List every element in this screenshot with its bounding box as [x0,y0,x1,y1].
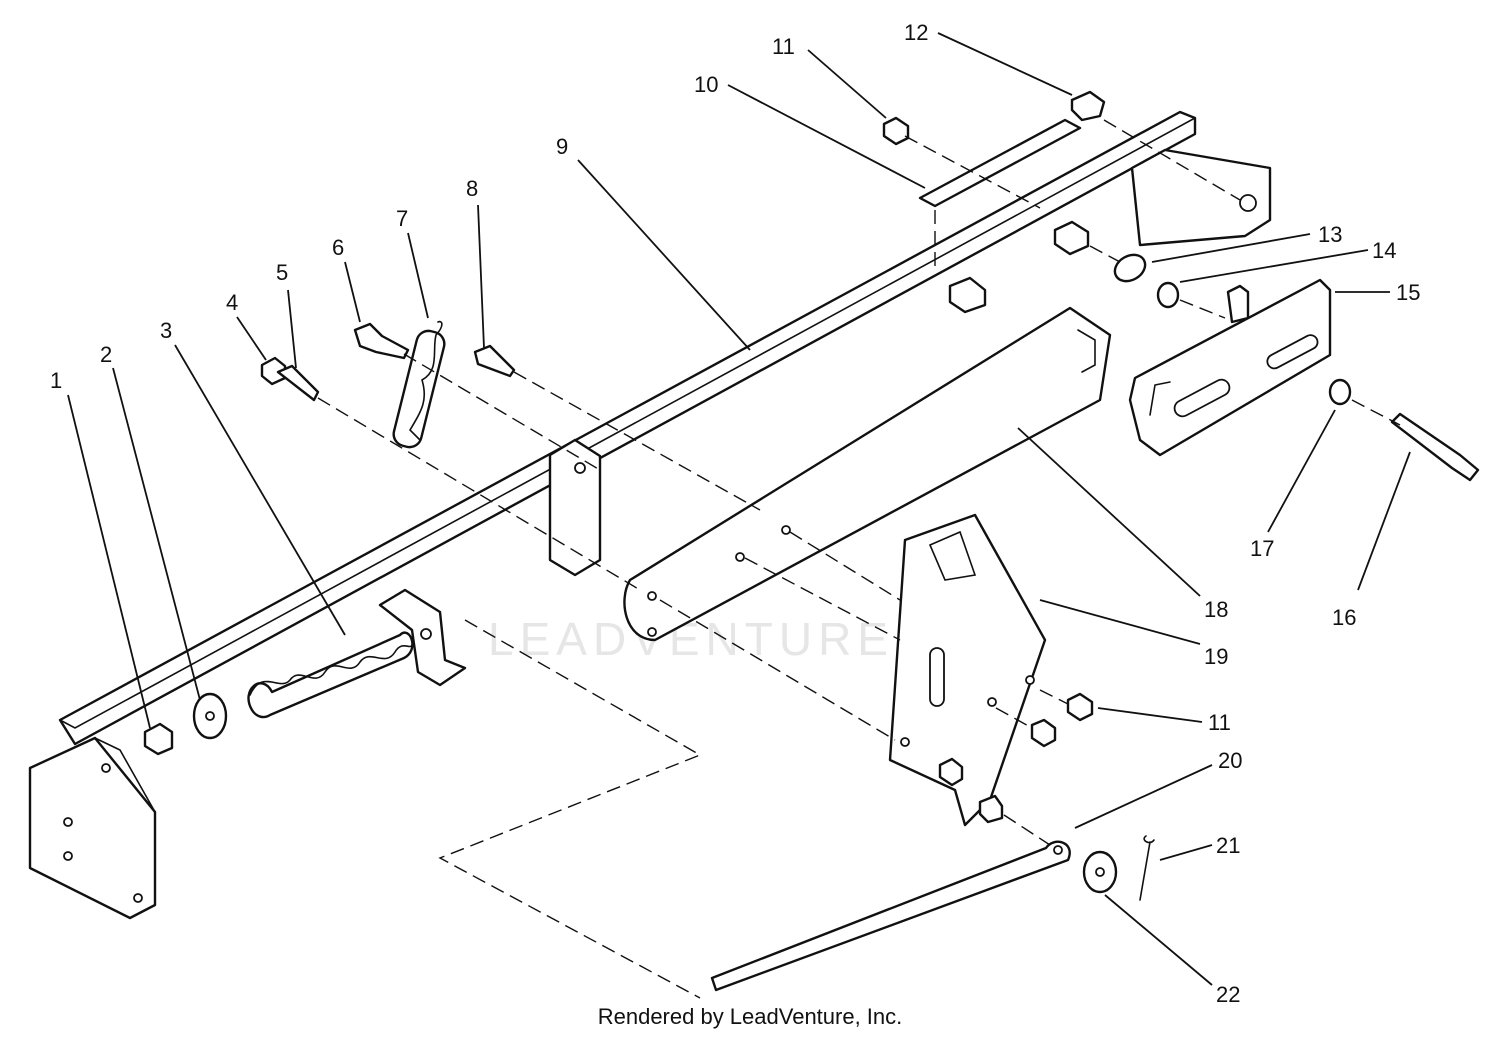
callout-12: 12 [904,20,928,45]
callouts: 1 2 3 4 5 6 7 8 9 10 11 12 13 14 15 16 1… [50,20,1420,1007]
callout-7: 7 [396,206,408,231]
callout-1: 1 [50,368,62,393]
callout-20: 20 [1218,748,1242,773]
callout-21: 21 [1216,833,1240,858]
callout-6: 6 [332,235,344,260]
assembly-lines [317,119,1401,999]
callout-14: 14 [1372,238,1396,263]
callout-16: 16 [1332,605,1356,630]
callout-22: 22 [1216,982,1240,1007]
part-19-plate [888,513,1047,827]
callout-17: 17 [1250,536,1274,561]
callout-5: 5 [276,260,288,285]
callout-8: 8 [466,176,478,201]
credit-line: Rendered by LeadVenture, Inc. [597,1004,903,1029]
leader-lines [67,32,1411,986]
callout-11-top: 11 [772,34,795,59]
callout-13: 13 [1318,222,1342,247]
hardware [143,90,1480,992]
callout-10: 10 [694,72,718,97]
callout-19: 19 [1204,644,1228,669]
callout-2: 2 [100,342,112,367]
frame-bar [28,110,1272,920]
callout-18: 18 [1204,597,1228,622]
part-18-arm [623,306,1112,642]
callout-11-bottom: 11 [1208,710,1231,735]
part-15-plate [1128,278,1332,457]
callout-3: 3 [160,318,172,343]
callout-15: 15 [1396,280,1420,305]
callout-4: 4 [226,290,238,315]
callout-9: 9 [556,134,568,159]
